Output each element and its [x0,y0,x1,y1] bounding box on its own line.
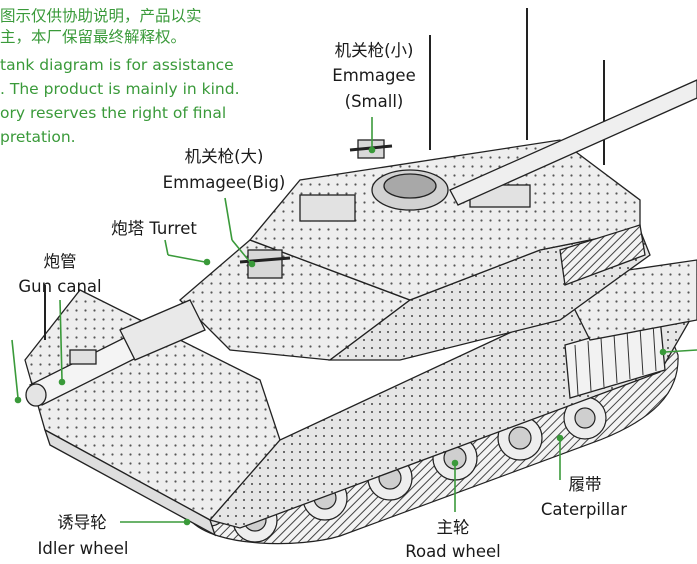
label-road-en: Road wheel [405,542,501,561]
label-turret: 炮塔 Turret [111,219,197,238]
label-road-zh: 主轮 [436,518,470,537]
hull [24,259,697,537]
label-mg-small-en2: (Small) [344,92,404,111]
label-gun-en: Gun canal [18,277,102,296]
leader-lines [11,117,697,526]
label-mg-small-en: Emmagee [332,66,416,85]
main-gun [25,79,697,407]
notice-en-line-3: ory reserves the right of final [0,104,227,122]
notice-en-line-1: tank diagram is for assistance [0,56,234,74]
label-mg-small-zh: 机关枪(小) [334,41,414,60]
label-idler-zh: 诱导轮 [57,513,107,532]
notice-zh-line-1: 图示仅供协助说明，产品以实 [0,7,202,25]
label-caterpillar-zh: 履带 [568,475,602,494]
label-mg-big-en: Emmagee(Big) [162,173,286,192]
label-gun-zh: 炮管 [43,252,77,271]
label-idler-en: Idler wheel [37,539,129,558]
turret-assembly [44,8,651,361]
label-mg-big-zh: 机关枪(大) [184,147,264,166]
notice-zh-line-2: 主，本厂保留最终解释权。 [0,28,187,46]
notice-en-line-4: pretation. [0,128,76,146]
turret-roof [248,139,641,301]
label-caterpillar-en: Caterpillar [540,500,628,519]
notice-en-line-2: . The product is mainly in kind. [0,80,240,98]
